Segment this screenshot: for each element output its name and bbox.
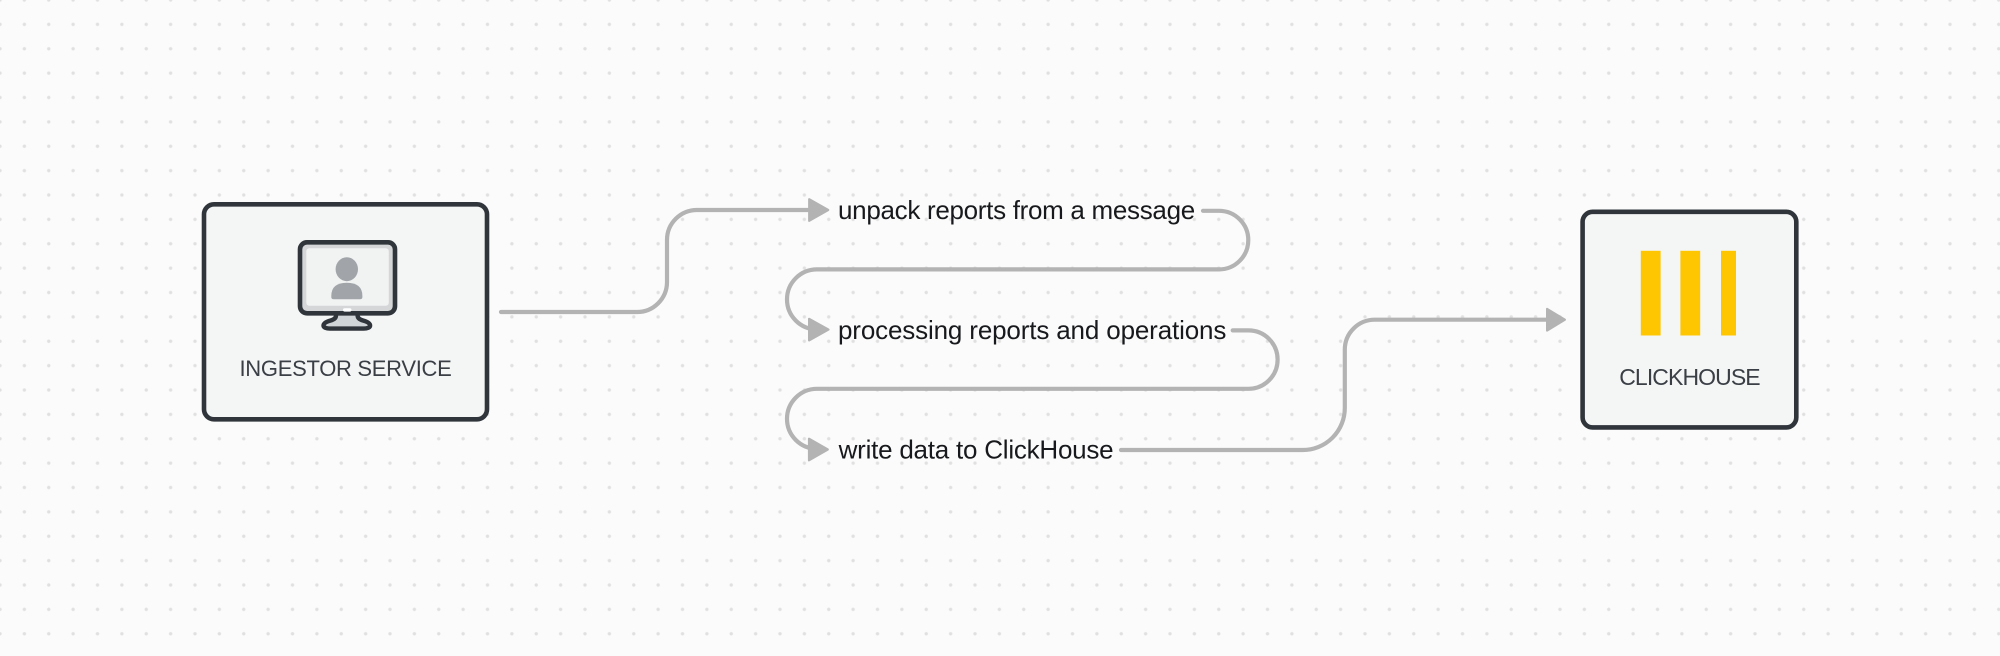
svg-text:unpack reports from a message: unpack reports from a message	[838, 195, 1195, 225]
svg-text:CLICKHOUSE: CLICKHOUSE	[1619, 364, 1760, 390]
svg-text:write data to ClickHouse: write data to ClickHouse	[838, 435, 1114, 465]
svg-text:processing reports and operati: processing reports and operations	[838, 315, 1226, 345]
svg-text:INGESTOR SERVICE: INGESTOR SERVICE	[240, 356, 452, 381]
